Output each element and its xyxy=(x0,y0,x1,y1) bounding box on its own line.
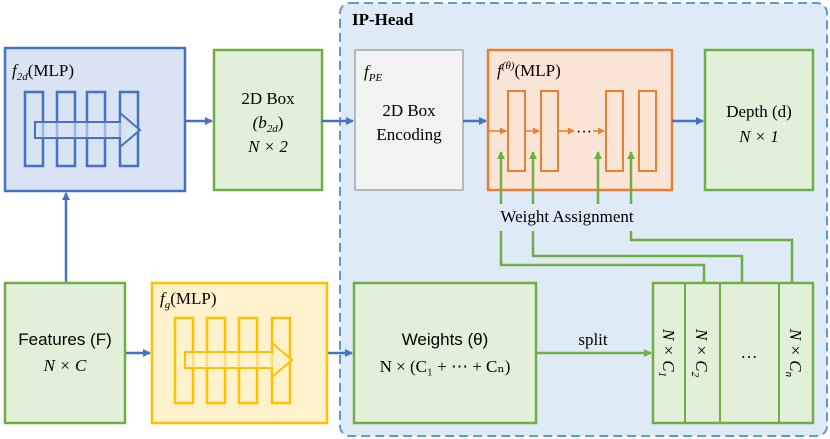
top-row-arrows xyxy=(62,117,704,357)
svg-text:N × C1: N × C1 xyxy=(656,328,678,377)
f2d-flow-arrow-icon xyxy=(34,110,142,150)
fg-flow-arrow-icon xyxy=(184,340,294,380)
depth-line1: Depth (d) xyxy=(726,102,792,121)
features-line2: N × C xyxy=(43,356,87,375)
fpe-line2: Encoding xyxy=(376,125,442,144)
split-col-1: N × C1 xyxy=(656,328,678,377)
f2d-mlp-block: f2d(MLP) xyxy=(3,46,187,193)
ftheta-label: f(θ)(MLP) xyxy=(497,60,561,80)
box2d-block: 2D Box (b2d) N × 2 xyxy=(212,48,324,192)
features-line1: Features (F) xyxy=(18,330,112,349)
split-col-ellipsis: … xyxy=(741,343,758,362)
split-col-2: N × C2 xyxy=(689,328,711,378)
split-col-n: N × Cn xyxy=(783,328,805,378)
split-label: split xyxy=(578,330,608,349)
weights-block: Weights (θ) N × (C₁ + ⋯ + Cₙ) xyxy=(352,281,538,425)
features-block: Features (F) N × C xyxy=(3,281,127,425)
split-columns-block: N × C1 N × C2 … N × Cn xyxy=(651,281,815,425)
f2d-label: f2d(MLP) xyxy=(12,61,74,83)
fpe-block: fPE 2D Box Encoding xyxy=(354,49,464,191)
fpe-label: fPE xyxy=(364,62,382,84)
depth-line2: N × 1 xyxy=(738,127,779,146)
fg-mlp-block: fg(MLP) xyxy=(150,281,329,425)
depth-block: Depth (d) N × 1 xyxy=(703,48,815,192)
svg-text:N × C2: N × C2 xyxy=(689,328,711,378)
weights-line2: N × (C₁ + ⋯ + Cₙ) xyxy=(380,357,511,376)
box2d-line2: (b2d) xyxy=(253,113,284,135)
ftheta-mlp-block: f(θ)(MLP) ··· xyxy=(486,48,674,192)
ip-head-title: IP-Head xyxy=(352,10,414,29)
svg-text:N × Cn: N × Cn xyxy=(783,328,805,378)
fg-label: fg(MLP) xyxy=(160,289,217,311)
ftheta-dots: ··· xyxy=(576,124,592,141)
box2d-line3: N × 2 xyxy=(247,137,288,156)
weight-assignment-label: Weight Assignment xyxy=(500,207,633,226)
box2d-line1: 2D Box xyxy=(241,89,295,108)
weight-assignment-wires xyxy=(497,151,794,283)
weights-line1: Weights (θ) xyxy=(402,330,489,349)
fpe-line1: 2D Box xyxy=(382,101,436,120)
